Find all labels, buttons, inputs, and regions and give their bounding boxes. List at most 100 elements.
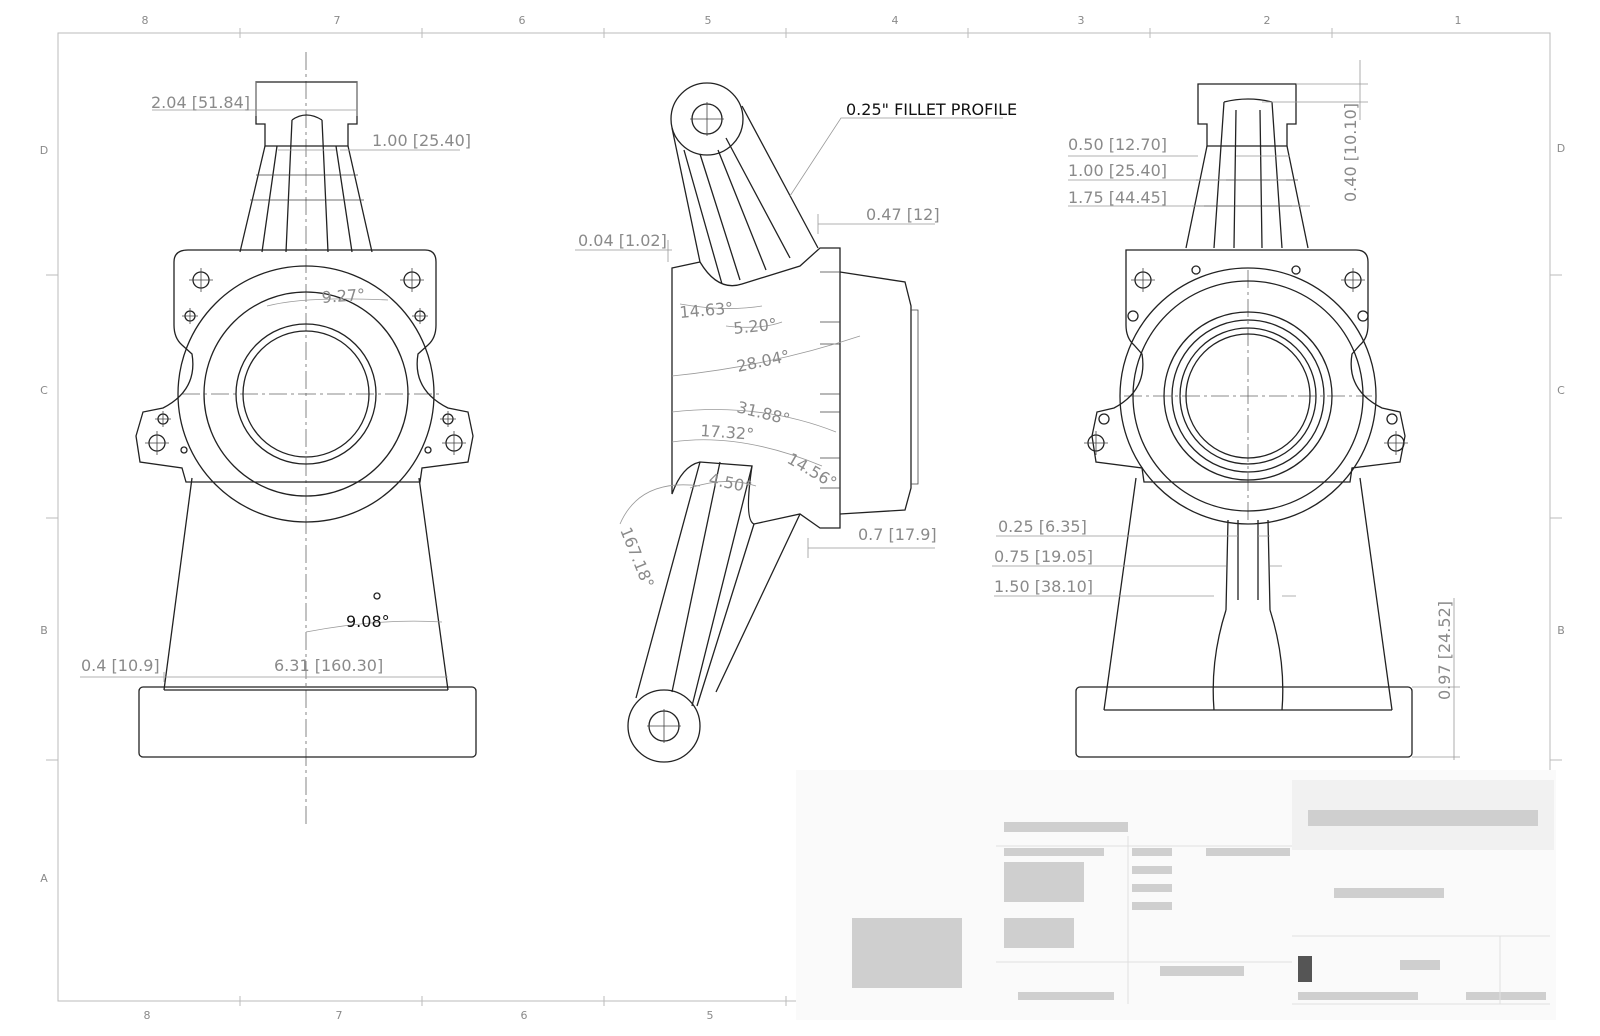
dim-angle-1: 14.63°: [679, 298, 734, 322]
dim-boss-width: 1.00: [372, 131, 408, 150]
dim-rib-1: 0.50: [1068, 135, 1104, 154]
front-hub-bore-inner: [242, 330, 370, 458]
svg-text:0.50 [12.70]: 0.50 [12.70]: [1068, 135, 1167, 154]
dim-lower-rib-3-mm: 38.10: [1041, 577, 1087, 596]
svg-text:0.7 [17.9]: 0.7 [17.9]: [858, 525, 937, 544]
dim-rib-2: 1.00: [1068, 161, 1104, 180]
zone-col-6-bottom: 6: [521, 1009, 528, 1022]
svg-text:1.00 [25.40]: 1.00 [25.40]: [372, 131, 471, 150]
front-hub-outer: [177, 265, 435, 523]
upper-arm: [671, 105, 819, 285]
dim-lower-rib-1: 0.25: [998, 517, 1034, 536]
svg-text:0.04 [1.02]: 0.04 [1.02]: [578, 231, 667, 250]
dim-hub-depth: 0.7: [858, 525, 883, 544]
zone-labels-left: D C B A: [40, 144, 48, 885]
zone-labels-bottom: 8 7 6 5: [144, 1009, 714, 1022]
dim-taper-angle: 9.27°: [321, 285, 366, 307]
rear-hub-outer: [1119, 267, 1377, 525]
dim-rib-3-mm: 44.45: [1115, 188, 1161, 207]
svg-text:0.75 [19.05]: 0.75 [19.05]: [994, 547, 1093, 566]
side-dimension-lines: [575, 117, 1003, 558]
svg-text:0.4 [10.9]: 0.4 [10.9]: [81, 656, 160, 675]
rear-hub-ring-1: [1132, 280, 1364, 512]
svg-text:0.97 [24.52]: 0.97 [24.52]: [1435, 601, 1454, 700]
front-base-plate: [138, 686, 477, 758]
rear-hub-bore-inner: [1185, 333, 1311, 459]
dim-rib-2-mm: 25.40: [1115, 161, 1161, 180]
lower-arm: [635, 461, 801, 707]
lower-leg-outline: [163, 477, 449, 691]
dim-angle-3: 28.04°: [735, 346, 792, 376]
side-dimension-text: 0.25" FILLET PROFILE 0.47 [12] 0.04 [1.0…: [578, 100, 1017, 591]
rear-hub-ring-2: [1163, 311, 1333, 481]
dim-base-width-mm: 160.30: [321, 656, 377, 675]
zone-col-1: 1: [1455, 14, 1462, 27]
dim-top-width: 2.04: [151, 93, 187, 112]
dim-angle-5: 17.32°: [700, 421, 755, 444]
dim-base-offset-mm: 10.9: [118, 656, 154, 675]
rear-lower-leg: [1103, 477, 1393, 711]
rear-mount-flange: [1091, 249, 1406, 483]
zone-row-c: C: [40, 384, 48, 397]
dim-base-height: 0.97: [1435, 664, 1454, 700]
zone-col-7-bottom: 7: [336, 1009, 343, 1022]
zone-labels-right: D C B: [1557, 142, 1565, 637]
dim-lower-angle: 9.08°: [346, 612, 390, 631]
dim-boss-width-mm: 25.40: [419, 131, 465, 150]
rear-view: 0.50 [12.70] 1.00 [25.40] 1.75 [44.45] 0…: [992, 60, 1460, 760]
dim-angle-8: 167.18°: [616, 524, 658, 590]
title-block-obscured: [796, 770, 1556, 1020]
rear-bolt-holes: [1084, 265, 1408, 455]
front-dimension-lines: [80, 82, 460, 682]
dim-flange-depth-mm: 12: [913, 205, 933, 224]
side-hub-block: [671, 247, 841, 529]
small-hole: [373, 592, 381, 600]
zone-col-5: 5: [705, 14, 712, 27]
zone-labels-top: 8 7 6 5 4 3 2 1: [142, 14, 1462, 27]
svg-text:1.50 [38.10]: 1.50 [38.10]: [994, 577, 1093, 596]
front-view: 2.04 [51.84] 1.00 [25.40] 9.27° 0.4 [10.…: [80, 52, 477, 826]
zone-col-7: 7: [334, 14, 341, 27]
fillet-note: 0.25" FILLET PROFILE: [846, 100, 1017, 119]
svg-text:0.40 [10.10]: 0.40 [10.10]: [1341, 103, 1360, 202]
front-bolt-holes: [145, 268, 466, 455]
zone-col-2: 2: [1264, 14, 1271, 27]
side-view: 0.25" FILLET PROFILE 0.47 [12] 0.04 [1.0…: [575, 82, 1017, 763]
zone-row-b: B: [40, 624, 48, 637]
dim-hub-depth-mm: 17.9: [895, 525, 931, 544]
dim-top-height: 0.40: [1341, 166, 1360, 202]
lower-eye-outer: [627, 689, 701, 763]
dim-wall-offset: 0.04: [578, 231, 614, 250]
rear-base-plate: [1075, 686, 1413, 758]
zone-row-d-right: D: [1557, 142, 1565, 155]
svg-text:0.47 [12]: 0.47 [12]: [866, 205, 940, 224]
rear-dimension-lines: [992, 60, 1460, 760]
zone-row-d: D: [40, 144, 48, 157]
upper-ribs: [239, 114, 373, 253]
svg-text:0.25 [6.35]: 0.25 [6.35]: [998, 517, 1087, 536]
dim-wall-offset-mm: 1.02: [625, 231, 661, 250]
zone-col-4: 4: [892, 14, 899, 27]
dim-lower-rib-2: 0.75: [994, 547, 1030, 566]
svg-text:1.75 [44.45]: 1.75 [44.45]: [1068, 188, 1167, 207]
zone-col-8-bottom: 8: [144, 1009, 151, 1022]
front-hub-ring: [203, 291, 409, 497]
dim-base-height-mm: 24.52: [1435, 607, 1454, 653]
rear-hub-ring-3: [1171, 319, 1325, 473]
dim-rib-3: 1.75: [1068, 188, 1104, 207]
front-hub-bore: [235, 323, 377, 465]
zone-row-a: A: [40, 872, 48, 885]
dim-top-width-mm: 51.84: [198, 93, 244, 112]
dim-base-width: 6.31: [274, 656, 310, 675]
zone-col-3: 3: [1078, 14, 1085, 27]
dim-rib-1-mm: 12.70: [1115, 135, 1161, 154]
dim-angle-2: 5.20°: [732, 315, 777, 338]
front-dimension-text: 2.04 [51.84] 1.00 [25.40] 9.27° 0.4 [10.…: [81, 93, 471, 675]
svg-text:6.31 [160.30]: 6.31 [160.30]: [274, 656, 383, 675]
dim-angle-6: 14.56°: [784, 449, 840, 492]
dim-lower-rib-2-mm: 19.05: [1041, 547, 1087, 566]
zone-col-8: 8: [142, 14, 149, 27]
dim-lower-rib-3: 1.50: [994, 577, 1030, 596]
dim-flange-depth: 0.47: [866, 205, 902, 224]
